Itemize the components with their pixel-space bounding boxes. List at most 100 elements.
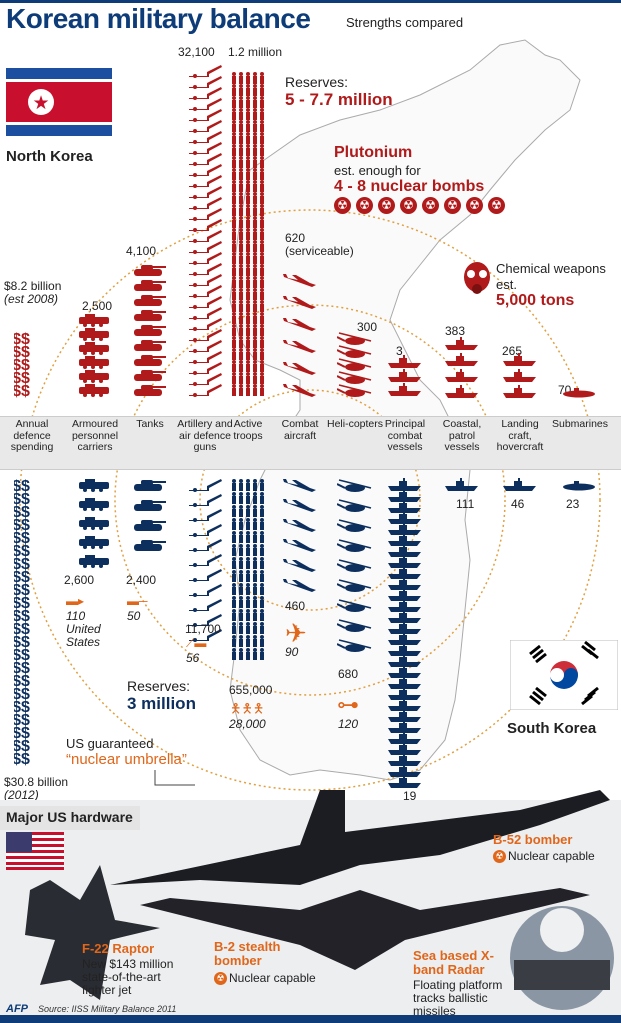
nk-troops-icon xyxy=(232,360,264,372)
nk-spending-note: (est 2008) xyxy=(4,292,59,306)
category-header: Combat aircraft xyxy=(281,418,319,442)
sk-tank-icon xyxy=(134,480,166,491)
category-header: Submarines xyxy=(551,418,609,430)
nk-artillery-value: 32,100 xyxy=(178,45,215,59)
sk-heli-icon xyxy=(337,539,372,552)
nk-troops-value: 1.2 million xyxy=(228,45,283,59)
us-tanks-value: 50 xyxy=(127,609,141,623)
sk-dollar-icon: $$ xyxy=(14,699,30,714)
sk-ship-icon xyxy=(388,665,421,678)
sk-ship-icon xyxy=(388,742,421,755)
sk-heli-icon xyxy=(337,559,372,572)
us-flag xyxy=(6,832,64,870)
svg-text:$$: $$ xyxy=(14,699,30,714)
sk-jet-icon xyxy=(283,559,316,572)
nk-gun-icon xyxy=(189,296,222,309)
svg-text:$$: $$ xyxy=(14,712,30,727)
nk-troops-icon xyxy=(232,384,264,396)
sk-dollar-icon: $$ xyxy=(14,621,30,636)
svg-text:$$: $$ xyxy=(14,517,30,532)
svg-text:$$: $$ xyxy=(14,751,30,766)
nk-tank-icon xyxy=(134,265,166,276)
chemical-title: Chemical weapons xyxy=(496,261,606,276)
umbrella-line-2: “nuclear umbrella” xyxy=(66,751,187,768)
svg-text:$$: $$ xyxy=(14,608,30,623)
nk-jet-icon xyxy=(283,296,316,309)
category-header: Landing craft, hovercraft xyxy=(496,418,544,453)
sk-troops-value: 655,000 xyxy=(229,683,273,697)
nk-tank-icon xyxy=(134,310,166,321)
plutonium-value: 4 - 8 nuclear bombs xyxy=(334,178,485,195)
nk-ship-icon xyxy=(503,369,536,382)
sk-heli-icon xyxy=(337,479,372,492)
sk-troops-icon xyxy=(232,544,264,556)
nk-gun-icon xyxy=(189,153,222,166)
us-aircraft-silhouettes xyxy=(25,790,614,1010)
nk-reserves-label: Reserves: xyxy=(285,74,349,90)
nk-heli-icon xyxy=(337,358,372,371)
category-header: Principal combat vessels xyxy=(384,418,426,453)
sk-ship-icon xyxy=(388,533,421,546)
sk-troops-icon xyxy=(232,648,264,660)
sk-troops-icon xyxy=(232,479,264,491)
sk-tank-icon xyxy=(134,520,166,531)
sk-gun-icon xyxy=(189,629,222,642)
sk-ship-icon xyxy=(388,522,421,535)
nk-heli-icon xyxy=(337,345,372,358)
sk-ship-icon xyxy=(445,478,478,491)
sk-troops-icon xyxy=(232,570,264,582)
top-border xyxy=(0,0,621,3)
nk-tanks-value: 4,100 xyxy=(126,244,157,258)
nk-gun-icon xyxy=(189,109,222,122)
category-header-band xyxy=(0,416,621,470)
category-header: Active troops xyxy=(233,418,263,442)
sk-troops-icon xyxy=(232,557,264,569)
sk-aircraft-value: 460 xyxy=(285,599,306,613)
svg-text:$$: $$ xyxy=(14,738,30,753)
nk-apc-icon xyxy=(79,356,109,369)
sk-ship-icon xyxy=(388,489,421,502)
nk-ship-icon xyxy=(445,385,478,398)
nk-reserves-value: 5 - 7.7 million xyxy=(285,90,393,109)
sk-ship-icon xyxy=(388,731,421,744)
svg-text:$$: $$ xyxy=(14,331,30,346)
sk-dollar-icon: $$ xyxy=(14,660,30,675)
nk-helicopters-value: 300 xyxy=(357,320,378,334)
sk-ship-icon xyxy=(388,775,421,788)
sk-ship-icon xyxy=(388,698,421,711)
category-header: Armoured personnel carriers xyxy=(71,418,119,453)
radiation-icon: ☢ xyxy=(334,197,351,214)
svg-text:$$: $$ xyxy=(14,621,30,636)
nk-troops-icon xyxy=(232,156,264,168)
sk-troops-icon xyxy=(232,583,264,595)
sk-troops-icon xyxy=(232,596,264,608)
nk-troops-icon xyxy=(232,216,264,228)
radiation-icon: ☢ xyxy=(378,197,395,214)
nk-troops-icon xyxy=(232,264,264,276)
sk-ship-icon xyxy=(388,577,421,590)
sk-apc-icon xyxy=(79,555,109,568)
sk-apc-icon xyxy=(79,498,109,511)
radiation-icon: ☢ xyxy=(214,972,227,986)
nk-jet-icon xyxy=(283,318,316,331)
sk-dollar-icon: $$ xyxy=(14,491,30,506)
nk-troops-icon xyxy=(232,180,264,192)
sk-dollar-icon: $$ xyxy=(14,504,30,519)
us-artillery-value: 56 xyxy=(186,651,200,665)
nk-gun-icon xyxy=(189,219,222,232)
sk-dollar-icon: $$ xyxy=(14,582,30,597)
sk-heli-icon xyxy=(337,499,372,512)
category-header: Heli-copters xyxy=(326,418,384,430)
nk-ship-icon xyxy=(388,383,421,396)
nk-tank-icon xyxy=(134,340,166,351)
sk-jet-icon xyxy=(283,519,316,532)
sk-troops-icon xyxy=(232,531,264,543)
sk-ship-icon xyxy=(388,511,421,524)
sk-ship-icon xyxy=(388,720,421,733)
us-troops-icon: 🯅🯅🯅 xyxy=(230,701,265,716)
sk-gun-icon xyxy=(189,599,222,612)
sk-ship-icon xyxy=(388,709,421,722)
nk-ship-icon xyxy=(503,353,536,366)
nk-gun-icon xyxy=(189,230,222,243)
nk-troops-icon xyxy=(232,132,264,144)
